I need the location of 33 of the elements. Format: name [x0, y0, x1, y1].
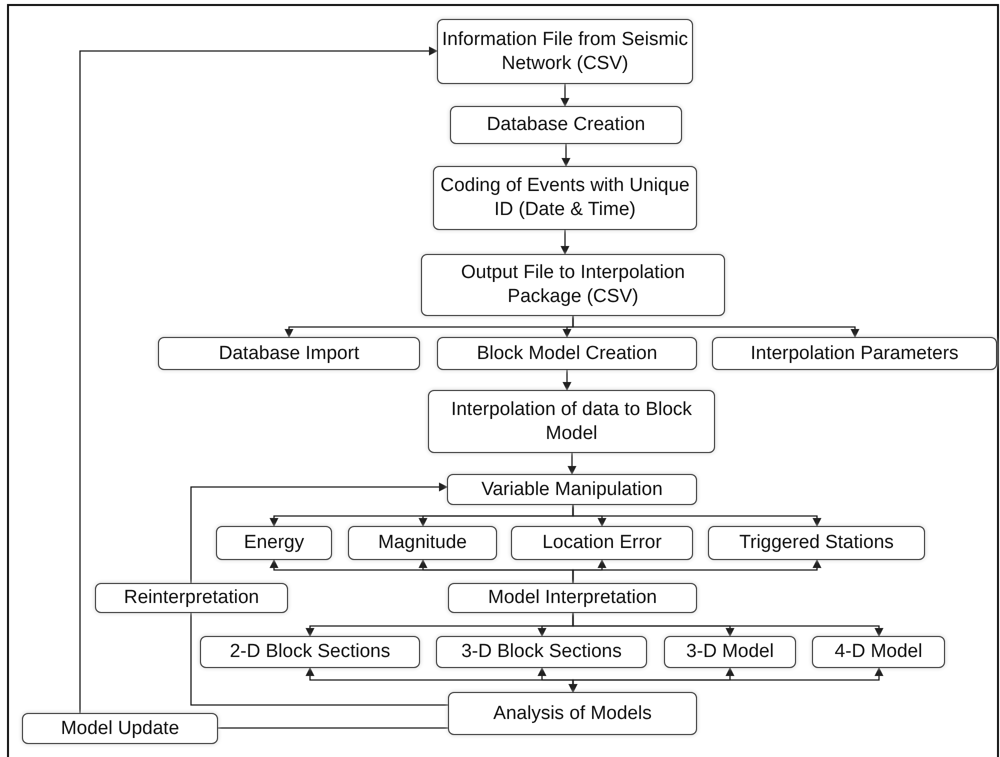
process-box: 2-D Block Sections: [200, 636, 420, 668]
connector-arrow: [572, 316, 860, 338]
process-box: Energy: [216, 526, 332, 560]
connector-arrow: [572, 559, 822, 583]
connector-arrow: [572, 505, 822, 527]
process-box: Variable Manipulation: [447, 474, 697, 505]
process-box: Triggered Stations: [708, 526, 925, 560]
process-box: Magnitude: [348, 526, 497, 560]
connector-arrow: [560, 230, 570, 255]
process-box: Block Model Creation: [437, 337, 697, 370]
process-box: Model Update: [22, 713, 218, 744]
process-box: Reinterpretation: [95, 583, 288, 613]
process-box: Information File from Seismic Network (CSV): [437, 19, 693, 84]
process-box: Output File to Interpolation Package (CSV): [421, 254, 725, 316]
process-box: Model Interpretation: [448, 583, 697, 613]
process-box: Database Creation: [450, 106, 682, 144]
connector-arrow: [79, 46, 438, 713]
connector-arrow: [572, 613, 884, 637]
process-box: Analysis of Models: [448, 692, 697, 735]
process-box: Interpolation of data to Block Model: [428, 390, 715, 453]
process-box: Database Import: [158, 337, 420, 370]
process-box: 3-D Block Sections: [436, 636, 647, 668]
process-box: Interpolation Parameters: [712, 337, 997, 370]
process-box: 3-D Model: [664, 636, 796, 668]
process-box: Coding of Events with Unique ID (Date & Time): [433, 166, 697, 230]
connector-arrow: [568, 667, 884, 693]
connector-arrow: [567, 453, 577, 475]
connector-arrow: [561, 144, 571, 167]
connector-arrow: [190, 482, 448, 583]
process-box: 4-D Model: [812, 636, 945, 668]
connector-arrow: [562, 370, 572, 391]
connector-arrow: [560, 84, 570, 107]
process-box: Location Error: [511, 526, 693, 560]
